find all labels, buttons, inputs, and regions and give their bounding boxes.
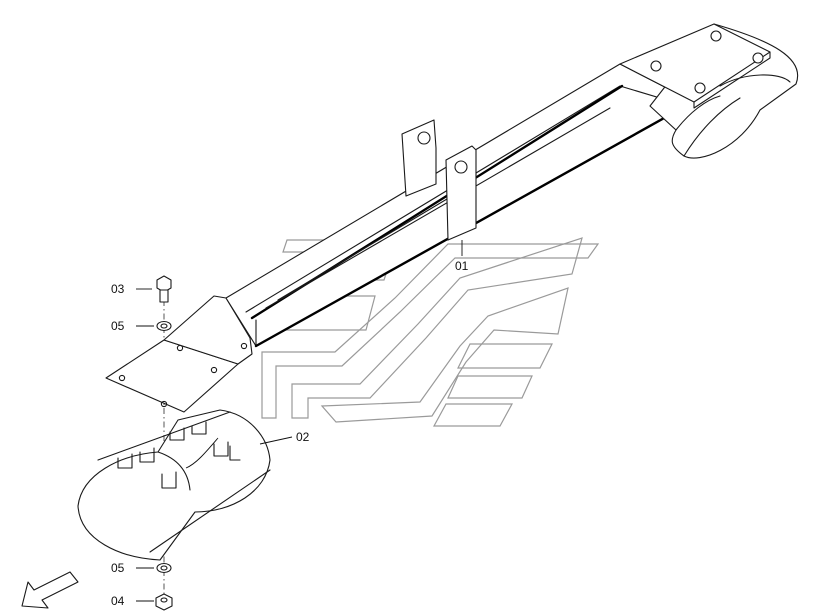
mounting-plate-left [105,295,253,413]
beam-tabs [401,119,477,241]
washer-05-top [156,320,172,332]
bolt-03 [156,275,172,303]
strap-lower [77,409,271,561]
nut-04 [155,593,173,611]
washer-05-bottom [156,562,172,574]
callout-05-bottom: 05 [111,561,125,575]
callout-02: 02 [296,430,310,444]
callout-05-top: 05 [111,319,125,333]
callout-04: 04 [111,594,125,608]
callout-03: 03 [111,282,125,296]
arrow-down-left-icon [21,571,79,609]
callout-01: 01 [455,259,469,273]
mounting-plate-right [619,23,771,109]
leader-lines [136,240,463,602]
